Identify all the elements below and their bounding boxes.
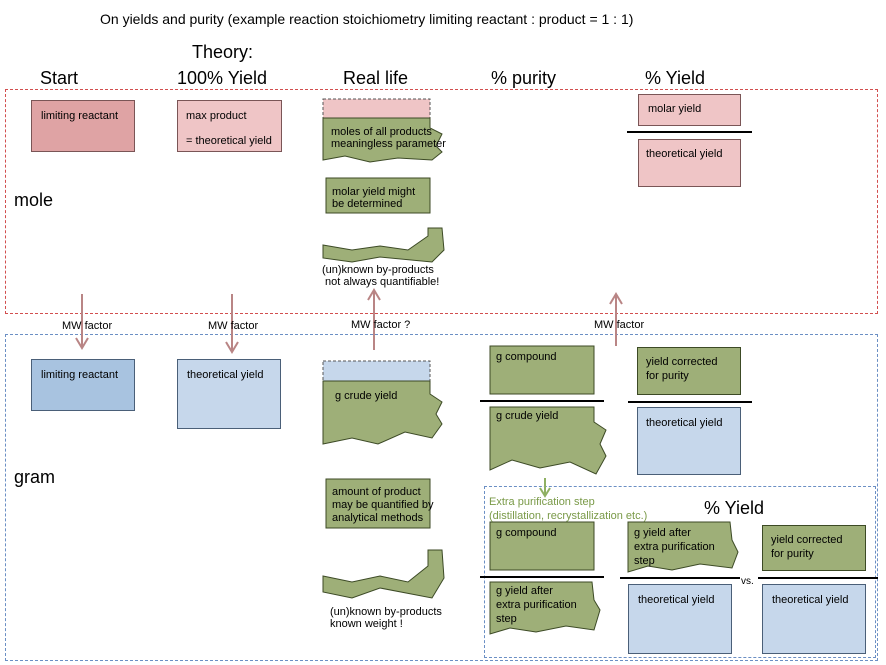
- extra-yield-fraction-bar-b: [758, 577, 878, 579]
- mole-all-products-label-1: moles of all products: [331, 126, 432, 138]
- mole-molar-yield-might-label-2: be determined: [332, 198, 403, 210]
- extra-g-yield-after-b-label-3: step: [634, 555, 655, 567]
- mw-factor-label-3: MW factor ?: [351, 319, 411, 331]
- mole-molar-yield-might-box: [325, 177, 431, 214]
- header-theory: Theory:: [192, 42, 254, 62]
- gram-yield-fraction-bar: [628, 401, 752, 403]
- extra-g-yield-after-b-label-1: g yield after: [634, 527, 691, 539]
- diagram-title: On yields and purity (example reaction s…: [100, 11, 634, 27]
- purity-g-compound-label: g compound: [496, 351, 557, 363]
- mw-arrow-3-head: [367, 288, 381, 301]
- extra-purity-fraction-bar: [480, 576, 604, 578]
- mole-limiting-reactant-label: limiting reactant: [41, 110, 119, 122]
- gram-limiting-reactant-label: limiting reactant: [41, 369, 119, 381]
- extra-g-yield-after-label-1: g yield after: [496, 585, 553, 597]
- mw-arrow-4-head: [609, 292, 623, 305]
- gram-frame: [5, 334, 878, 661]
- gram-amount-label-2: may be quantified by: [332, 499, 434, 511]
- mole-byproducts-shape: [322, 227, 445, 263]
- mole-theoretical-yield-label: theoretical yield: [646, 148, 723, 160]
- row-label-mole: mole: [14, 190, 54, 210]
- row-label-gram: gram: [14, 467, 56, 487]
- purity-g-crude-label: g crude yield: [496, 410, 559, 422]
- mole-molar-yield-label: molar yield: [648, 103, 702, 115]
- extra-yield-corrected-label-1: yield corrected: [771, 534, 843, 546]
- header-purity: % purity: [491, 68, 557, 88]
- extra-g-yield-after-b-label-2: extra purification: [634, 541, 715, 553]
- gram-byproducts-shape: [322, 549, 445, 599]
- mole-byproducts-label-2: not always quantifiable!: [325, 276, 440, 288]
- header-yield: % Yield: [645, 68, 706, 88]
- extra-theoretical-yield-a-box: theoretical yield: [628, 584, 732, 654]
- extra-step-label-1: Extra purification step: [489, 496, 595, 508]
- mw-factor-label-4: MW factor: [594, 319, 645, 331]
- mw-factor-label-1: MW factor: [62, 320, 113, 332]
- gram-theoretical-yield-denom-label: theoretical yield: [646, 417, 723, 429]
- extra-arrow-head: [539, 487, 551, 498]
- gram-crude-yield-label: g crude yield: [335, 390, 398, 402]
- mole-theoretical-yield-eq-label: = theoretical yield: [186, 135, 272, 147]
- mole-molar-yield-might-label-1: molar yield might: [332, 186, 416, 198]
- mole-max-product-label: max product: [186, 110, 247, 122]
- gram-amount-label-1: amount of product: [332, 486, 421, 498]
- gram-yield-corrected-label-2: for purity: [646, 370, 689, 382]
- gram-amount-label-3: analytical methods: [332, 512, 424, 524]
- extra-vs-label: vs.: [741, 576, 754, 587]
- mole-max-product-box: max product = theoretical yield: [177, 100, 282, 152]
- header-100-yield: 100% Yield: [177, 68, 268, 88]
- extra-theoretical-yield-b-label: theoretical yield: [772, 594, 849, 606]
- gram-theoretical-yield-label: theoretical yield: [187, 369, 264, 381]
- gram-theoretical-yield-box: theoretical yield: [177, 359, 281, 429]
- mole-all-products-label-2: meaningless parameter: [331, 138, 446, 150]
- mole-fraction-bar: [627, 131, 752, 133]
- gram-theoretical-yield-denom-box: theoretical yield: [637, 407, 741, 475]
- mw-factor-label-2: MW factor: [208, 320, 259, 332]
- extra-theoretical-yield-b-box: theoretical yield: [762, 584, 866, 654]
- extra-yield-corrected-box: yield corrected for purity: [762, 525, 866, 571]
- extra-g-yield-after-label-2: extra purification: [496, 599, 577, 611]
- gram-crude-yield-shape: [322, 380, 443, 445]
- extra-purification-frame: [484, 486, 876, 658]
- extra-g-yield-after-shape: [489, 581, 601, 635]
- extra-g-compound-label: g compound: [496, 527, 557, 539]
- gram-byproducts-label-1: (un)known by-products: [330, 606, 442, 618]
- extra-g-yield-after-label-3: step: [496, 613, 517, 625]
- mole-all-products-shape: [322, 117, 443, 163]
- mole-limiting-reactant-box: limiting reactant: [31, 100, 135, 152]
- purity-fraction-bar: [480, 400, 604, 402]
- purity-g-crude-shape: [489, 406, 607, 475]
- extra-yield-fraction-bar-a: [620, 577, 740, 579]
- gram-byproducts-label-2: known weight !: [330, 618, 403, 630]
- mw-arrow-2-head: [225, 341, 239, 354]
- header-real-life: Real life: [343, 68, 409, 88]
- extra-theoretical-yield-a-label: theoretical yield: [638, 594, 715, 606]
- gram-yield-corrected-label-1: yield corrected: [646, 356, 718, 368]
- gram-yield-corrected-box: yield corrected for purity: [637, 347, 741, 395]
- mole-molar-yield-box: molar yield: [638, 94, 741, 126]
- gram-limiting-reactant-box: limiting reactant: [31, 359, 135, 411]
- extra-yield-corrected-label-2: for purity: [771, 548, 814, 560]
- purity-g-compound-box: [489, 345, 595, 395]
- mole-theoretical-yield-box: theoretical yield: [638, 139, 741, 187]
- header-start: Start: [40, 68, 79, 88]
- gram-amount-product-box: [325, 478, 431, 529]
- extra-step-label-2: (distillation, recrystallization etc.): [489, 510, 648, 522]
- mole-frame: [5, 89, 878, 314]
- extra-yield-header: % Yield: [704, 498, 765, 518]
- extra-g-yield-after-b-shape: [627, 521, 739, 573]
- mole-byproducts-label-1: (un)known by-products: [322, 264, 434, 276]
- extra-g-compound-box: [489, 521, 595, 571]
- mw-arrow-1-head: [75, 337, 89, 350]
